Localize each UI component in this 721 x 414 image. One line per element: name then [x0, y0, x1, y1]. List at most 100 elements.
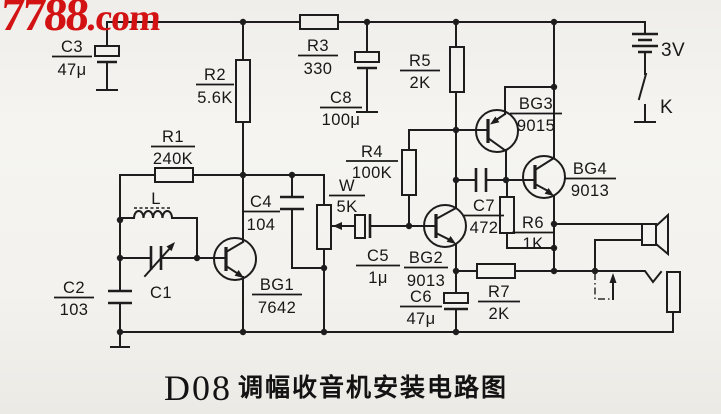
c5-value: 1μ	[368, 269, 387, 287]
r6-ref: R6	[522, 214, 544, 232]
title-code: D08	[164, 368, 232, 408]
c3-ref: C3	[61, 38, 83, 56]
transistor-bg1	[213, 237, 257, 281]
r4-value: 100K	[352, 164, 392, 182]
r3-ref: R3	[307, 37, 329, 55]
label-c7: C7 472	[464, 197, 504, 237]
r4-link-wire	[408, 129, 457, 227]
resistor-r5	[449, 46, 465, 93]
r7-ref: R7	[488, 283, 510, 301]
bg3-value: 9015	[517, 117, 555, 135]
label-bg2: BG2 9013	[404, 249, 448, 290]
diagram-title: D08 调幅收音机安装电路图	[164, 368, 508, 408]
label-r2: R2 5.6K	[196, 66, 234, 107]
c4-ref: C4	[250, 193, 272, 211]
battery-3v	[632, 32, 658, 75]
junction-dots	[116, 18, 599, 336]
r4-ref: R4	[361, 143, 383, 161]
label-w: W 5K	[329, 177, 365, 216]
c5-ref: C5	[367, 247, 389, 265]
label-bg4: BG4 9013	[564, 160, 616, 200]
bg1-emitter-arrow-icon	[234, 270, 244, 278]
title-text: 调幅收音机安装电路图	[238, 373, 508, 402]
capacitor-c2	[108, 289, 132, 305]
capacitor-c8	[354, 51, 380, 70]
r3-value: 330	[304, 60, 333, 78]
label-bg1: BG1 7642	[252, 276, 302, 317]
w-value: 5K	[337, 198, 358, 216]
c7-ref: C7	[473, 197, 495, 215]
label-c4: C4 104	[242, 193, 280, 234]
label-r5: R5 2K	[400, 52, 440, 92]
c8-value: 100μ	[322, 111, 361, 129]
bg2-value: 9013	[407, 272, 445, 290]
wiper-arrow-icon	[333, 222, 342, 230]
c3-leads-wire	[96, 21, 118, 91]
bg2-emitter-arrow-icon	[446, 236, 456, 244]
c8-branch-wire	[356, 21, 378, 113]
label-c3: C3 47μ	[52, 38, 92, 79]
label-bg3: BG3 9015	[510, 95, 562, 135]
label-r7: R7 2K	[478, 283, 520, 323]
resistor-r3	[299, 14, 339, 30]
c4-branch-wire	[291, 174, 325, 269]
jack-wires	[553, 270, 674, 333]
bg3-leads-wire	[504, 86, 555, 181]
label-r1: R1 240K	[151, 128, 195, 168]
jack-contact-arrow-icon	[609, 273, 617, 283]
bottom-rail-wire	[110, 331, 674, 348]
label-c1: C1	[150, 284, 172, 302]
inductor-l	[133, 207, 173, 219]
bg4-value: 9013	[571, 182, 609, 200]
r7-value: 2K	[489, 305, 510, 323]
jack-mechanical-link	[594, 273, 611, 300]
r2-value: 5.6K	[197, 89, 233, 107]
resistor-r4	[401, 149, 417, 196]
label-r3: R3 330	[298, 37, 338, 78]
capacitor-c7	[474, 168, 488, 192]
bg4-ref: BG4	[573, 160, 607, 178]
label-c8: C8 100μ	[320, 89, 362, 129]
bg2-ref: BG2	[409, 249, 443, 267]
coil-leads-wire	[119, 217, 198, 259]
top-rail-wire	[106, 21, 646, 35]
r1-ref: R1	[162, 128, 184, 146]
label-r4: R4 100K	[346, 143, 398, 182]
c1-ref: C1	[150, 284, 172, 302]
r1-value: 240K	[153, 150, 193, 168]
r1-row-wire	[119, 174, 325, 206]
c6-value: 47μ	[406, 310, 435, 328]
earphone-jack	[594, 271, 681, 313]
c2-ref: C2	[63, 279, 85, 297]
bg3-ref: BG3	[519, 95, 553, 113]
c2-value: 103	[60, 301, 89, 319]
transistor-bg3	[475, 109, 519, 153]
potentiometer-w	[316, 204, 342, 250]
label-r6: R6 1K	[512, 214, 554, 253]
capacitor-c4	[280, 195, 304, 211]
r5-value: 2K	[410, 74, 431, 92]
capacitor-c3	[94, 45, 120, 64]
label-l: L	[151, 190, 160, 208]
bg4-emitter-arrow-icon	[544, 188, 554, 196]
c7-value: 472	[470, 219, 499, 237]
bg1-value: 7642	[258, 299, 296, 317]
label-c2: C2 103	[54, 279, 94, 319]
r5-ref: R5	[409, 52, 431, 70]
resistor-r7	[476, 263, 516, 279]
c1-arrow-icon	[166, 242, 175, 252]
switch-k	[634, 72, 656, 123]
r2-ref: R2	[204, 66, 226, 84]
bg3-emitter-arrow-icon	[490, 116, 500, 125]
capacitor-c1-variable	[143, 242, 175, 278]
r6-value: 1K	[523, 235, 544, 253]
label-battery: 3V	[661, 40, 685, 61]
transistor-bg2	[423, 204, 467, 248]
capacitor-c6	[443, 292, 469, 311]
label-c5: C5 1μ	[356, 247, 400, 287]
transistor-bg4	[522, 155, 566, 199]
capacitor-c5	[354, 214, 372, 239]
resistor-r1	[154, 167, 194, 183]
